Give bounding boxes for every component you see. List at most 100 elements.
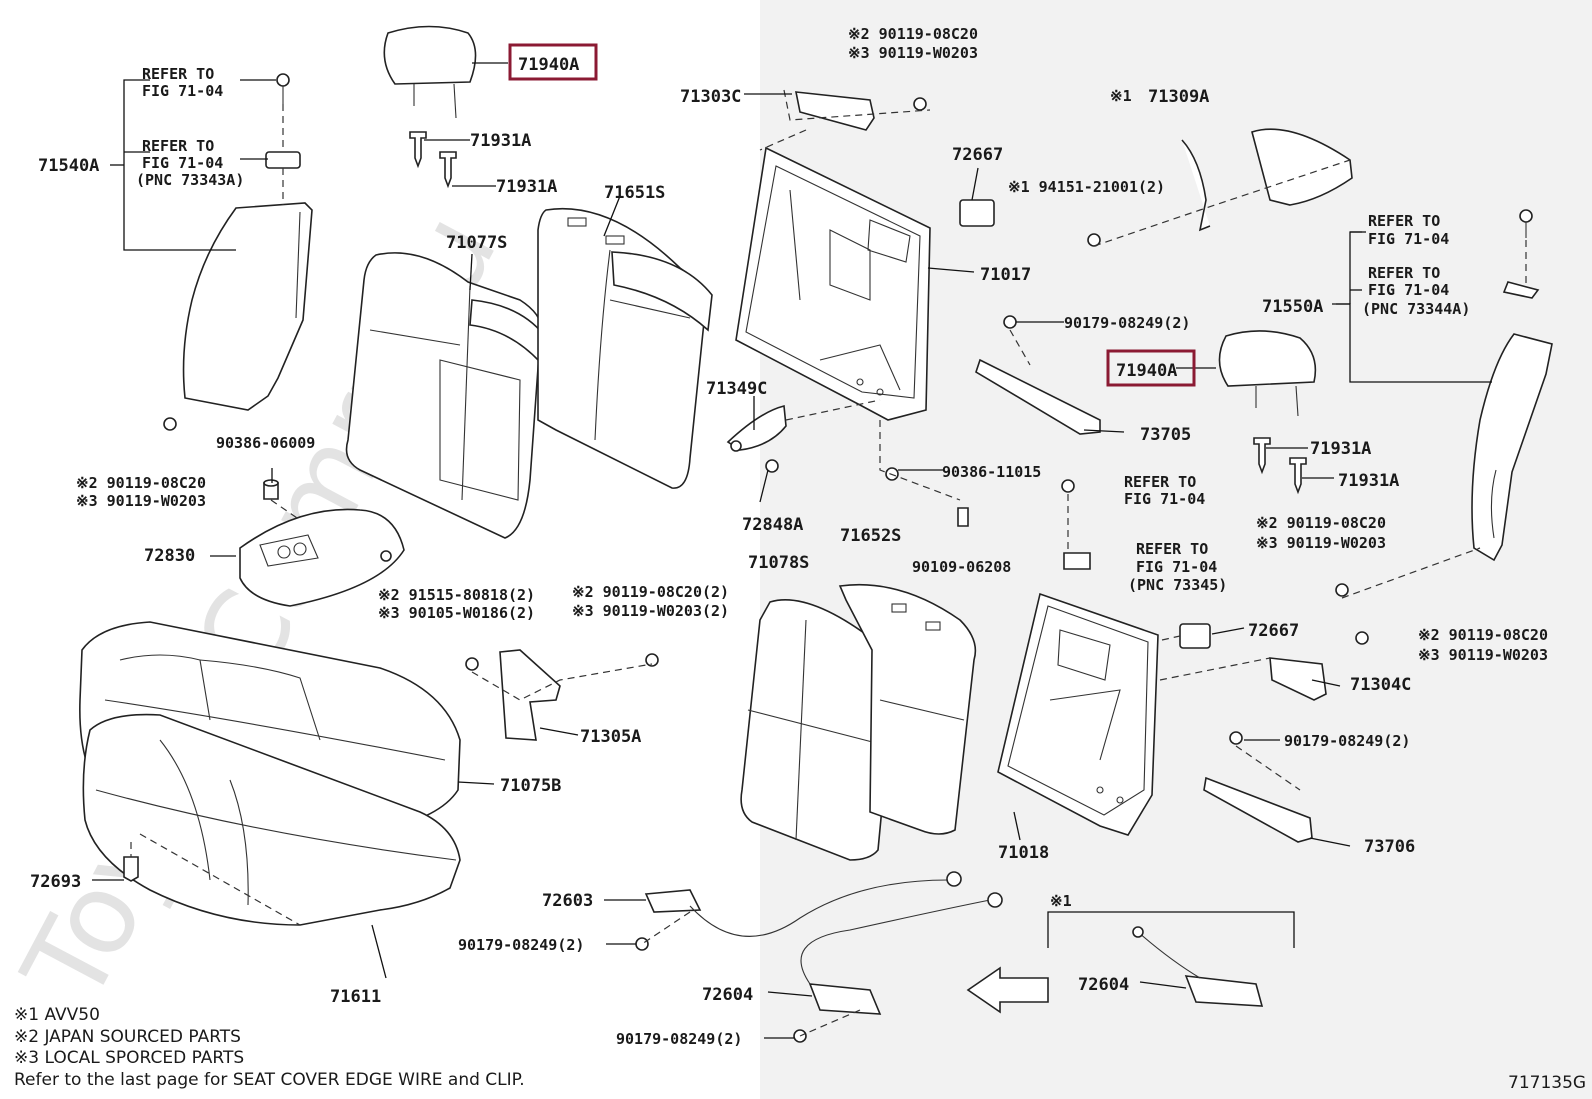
seatback-cover-lower-left bbox=[740, 599, 897, 861]
headrest-guide-left bbox=[409, 131, 457, 189]
shaded-panel bbox=[760, 0, 1592, 1099]
callout-90109-06208[interactable]: 90109-06208 bbox=[912, 558, 1011, 576]
highlight-71940A-top bbox=[508, 43, 598, 81]
refer-4-line3: (PNC 73344A) bbox=[1362, 300, 1470, 318]
note-1: ※1 AVV50 bbox=[14, 1005, 100, 1025]
headrest-guide-right bbox=[1253, 437, 1307, 495]
callout-72830[interactable]: 72830 bbox=[144, 546, 195, 566]
callout-73705[interactable]: 73705 bbox=[1140, 425, 1191, 445]
figure-code: 717135G bbox=[1508, 1073, 1586, 1093]
top-bolt-line2: ※3 90119-W0203 bbox=[848, 44, 978, 62]
callout-71349C[interactable]: 71349C bbox=[706, 379, 767, 399]
rr-bolt-line2: ※3 90119-W0203 bbox=[1418, 646, 1548, 664]
view-arrow bbox=[966, 966, 1049, 1014]
headrest-left bbox=[383, 25, 477, 119]
callout-90179-c[interactable]: 90179-08249(2) bbox=[458, 936, 584, 954]
callout-71931A-2[interactable]: 71931A bbox=[496, 177, 557, 197]
side-bolster-right bbox=[1471, 209, 1553, 562]
callout-71309A[interactable]: 71309A bbox=[1148, 87, 1209, 107]
callout-90179-a[interactable]: 90179-08249(2) bbox=[1064, 314, 1190, 332]
highlight-71940A-right bbox=[1106, 349, 1196, 387]
armrest-bushing bbox=[263, 479, 279, 500]
callout-71305A[interactable]: 71305A bbox=[580, 727, 641, 747]
armrest bbox=[239, 508, 405, 607]
rr-bolt-line1: ※2 90119-08C20 bbox=[1418, 626, 1548, 644]
callout-71652S[interactable]: 71652S bbox=[840, 526, 901, 546]
callout-94151[interactable]: ※1 94151-21001(2) bbox=[1008, 178, 1165, 196]
seatback-cover-right bbox=[537, 207, 713, 489]
callout-71940A-top[interactable]: 71940A bbox=[518, 55, 579, 75]
callout-71931A-3[interactable]: 71931A bbox=[1310, 439, 1371, 459]
callout-71304C[interactable]: 71304C bbox=[1350, 675, 1411, 695]
hinge-bolt-line2: ※3 90105-W0186(2) bbox=[378, 604, 535, 622]
callout-90179-d[interactable]: 90179-08249(2) bbox=[616, 1030, 742, 1048]
callout-72693[interactable]: 72693 bbox=[30, 872, 81, 892]
callout-71078S[interactable]: 71078S bbox=[748, 553, 809, 573]
callout-71931A-4[interactable]: 71931A bbox=[1338, 471, 1399, 491]
seatback-cover-left bbox=[345, 252, 545, 539]
callout-71303C[interactable]: 71303C bbox=[680, 87, 741, 107]
callout-71018[interactable]: 71018 bbox=[998, 843, 1049, 863]
right-bolt-line1: ※2 90119-08C20 bbox=[1256, 514, 1386, 532]
refer-2-line2: FIG 71-04 bbox=[142, 154, 223, 172]
mid-bolt-line1: ※2 90119-08C20(2) bbox=[572, 583, 729, 601]
callout-72604-1[interactable]: 72604 bbox=[1078, 975, 1129, 995]
refer-5-line1: REFER TO bbox=[1124, 473, 1196, 491]
refer-2-line1: REFER TO bbox=[142, 137, 214, 155]
refer-5-line2: FIG 71-04 bbox=[1124, 490, 1205, 508]
callout-72667-1[interactable]: 72667 bbox=[952, 145, 1003, 165]
seatback-cover-lower-right bbox=[838, 583, 977, 835]
mid-bolt-line2: ※3 90119-W0203(2) bbox=[572, 602, 729, 620]
callout-72667-2[interactable]: 72667 bbox=[1248, 621, 1299, 641]
footnotes: ※1 AVV50 ※2 JAPAN SOURCED PARTS ※3 LOCAL… bbox=[14, 1005, 525, 1090]
refer-4-line1: REFER TO bbox=[1368, 264, 1440, 282]
seatback-frame-upper bbox=[735, 146, 931, 421]
note-2: ※2 JAPAN SOURCED PARTS bbox=[14, 1027, 241, 1047]
side-bolster-left bbox=[182, 73, 313, 411]
headrest-right bbox=[1218, 330, 1317, 417]
clip-72693 bbox=[123, 856, 139, 882]
callout-71931A-1[interactable]: 71931A bbox=[470, 131, 531, 151]
callout-73706[interactable]: 73706 bbox=[1364, 837, 1415, 857]
hinge-brackets bbox=[163, 91, 1369, 843]
refer-6-line1: REFER TO bbox=[1136, 540, 1208, 558]
callout-71075B[interactable]: 71075B bbox=[500, 776, 561, 796]
refer-3-line1: REFER TO bbox=[1368, 212, 1440, 230]
callout-72848A[interactable]: 72848A bbox=[742, 515, 803, 535]
callout-71077S[interactable]: 71077S bbox=[446, 233, 507, 253]
callout-71550A[interactable]: 71550A bbox=[1262, 297, 1323, 317]
assembly-dashes bbox=[130, 89, 1527, 1037]
callout-90179-b[interactable]: 90179-08249(2) bbox=[1284, 732, 1410, 750]
refer-6-line3: (PNC 73345) bbox=[1128, 576, 1227, 594]
refer-3-line2: FIG 71-04 bbox=[1368, 230, 1449, 248]
top-bolt-line1: ※2 90119-08C20 bbox=[848, 25, 978, 43]
callout-90386-06009[interactable]: 90386-06009 bbox=[216, 434, 315, 452]
refer-4-line2: FIG 71-04 bbox=[1368, 281, 1449, 299]
callout-71651S[interactable]: 71651S bbox=[604, 183, 665, 203]
refer-1-line2: FIG 71-04 bbox=[142, 82, 223, 100]
release-cables bbox=[635, 871, 1264, 1043]
note-4: Refer to the last page for SEAT COVER ED… bbox=[14, 1070, 525, 1090]
callout-labels: 71940A 71931A 71931A 71540A REFER TO FIG… bbox=[30, 25, 1548, 1048]
callout-71309A-prefix: ※1 bbox=[1110, 87, 1132, 105]
callout-71611[interactable]: 71611 bbox=[330, 987, 381, 1007]
right-bolt-line2: ※3 90119-W0203 bbox=[1256, 534, 1386, 552]
callout-71540A[interactable]: 71540A bbox=[38, 156, 99, 176]
inset-mark: ※1 bbox=[1050, 892, 1072, 910]
callout-90386-11015[interactable]: 90386-11015 bbox=[942, 463, 1041, 481]
leader-lines bbox=[92, 62, 1492, 1039]
callout-71940A-right[interactable]: 71940A bbox=[1116, 361, 1177, 381]
callout-72603[interactable]: 72603 bbox=[542, 891, 593, 911]
callout-72604-2[interactable]: 72604 bbox=[702, 985, 753, 1005]
left-bolt-line2: ※3 90119-W0203 bbox=[76, 492, 206, 510]
refer-1-line1: REFER TO bbox=[142, 65, 214, 83]
inset-bracket bbox=[1047, 911, 1295, 948]
left-bolt-line1: ※2 90119-08C20 bbox=[76, 474, 206, 492]
note-3: ※3 LOCAL SPORCED PARTS bbox=[14, 1048, 244, 1068]
refer-2-line3: (PNC 73343A) bbox=[136, 171, 244, 189]
refer-6-line2: FIG 71-04 bbox=[1136, 558, 1217, 576]
callout-71017[interactable]: 71017 bbox=[980, 265, 1031, 285]
hinge-bolt-line1: ※2 91515-80818(2) bbox=[378, 586, 535, 604]
seatback-frame-lower bbox=[997, 592, 1159, 836]
